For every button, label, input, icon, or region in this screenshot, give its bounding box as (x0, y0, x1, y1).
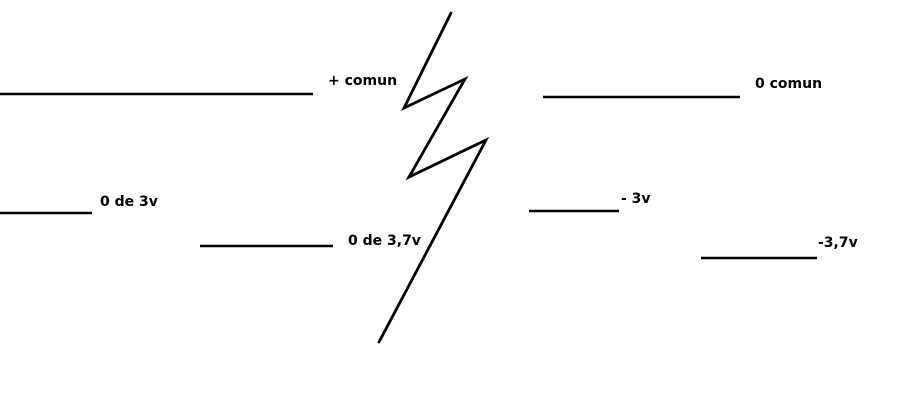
minus-3v-label: - 3v (621, 191, 651, 207)
plus-comun-label: + comun (328, 73, 397, 89)
zero-37v-label: 0 de 3,7v (348, 233, 421, 249)
zero-comun-label: 0 comun (755, 76, 822, 92)
break-zigzag (377, 11, 490, 344)
zero-3v-label: 0 de 3v (100, 194, 158, 210)
minus-37v-label: -3,7v (818, 235, 858, 251)
